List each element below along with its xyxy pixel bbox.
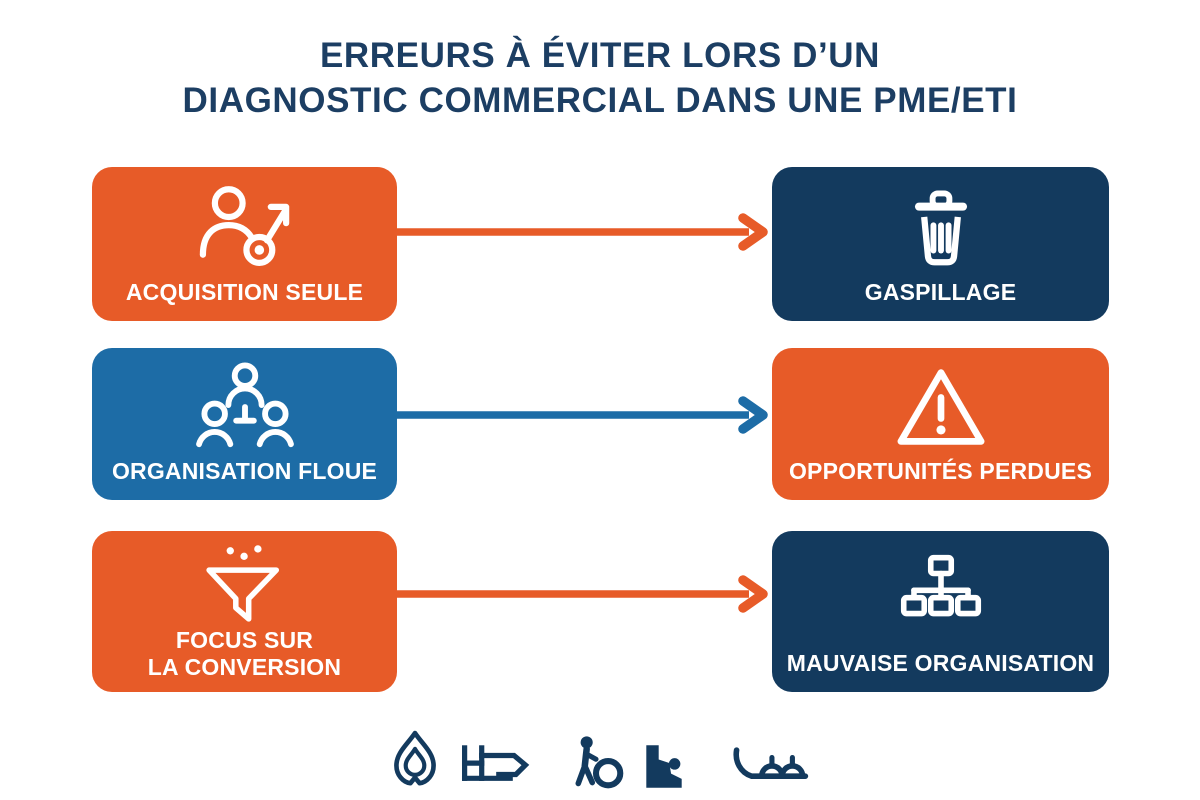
train-icon [461,745,530,781]
card-label: ACQUISITION SEULE [125,278,364,305]
hiker-icon [575,736,624,789]
org-chart-icon [893,531,989,650]
prospect-growth-icon [196,167,294,279]
flow-arrow-row-2 [397,396,768,434]
card-focus-conversion: FOCUS SUR LA CONVERSION [92,531,397,692]
card-acquisition-seule: ACQUISITION SEULE [92,167,397,321]
flow-arrow-row-1 [397,213,768,251]
funnel-icon [199,531,291,627]
card-opportunites-perdues: OPPORTUNITÉS PERDUES [772,348,1109,500]
card-gaspillage: GASPILLAGE [772,167,1109,321]
warning-icon [893,348,989,458]
card-mauvaise-organisation: MAUVAISE ORGANISATION [772,531,1109,692]
card-label: MAUVAISE ORGANISATION [786,649,1095,676]
trash-icon [899,167,983,279]
card-label: ORGANISATION FLOUE [111,457,378,484]
page-title: ERREURS À ÉVITER LORS D’UN DIAGNOSTIC CO… [0,34,1200,124]
droplet-icon [394,730,436,786]
card-label: FOCUS SUR LA CONVERSION [138,627,351,692]
card-label: OPPORTUNITÉS PERDUES [788,457,1093,484]
steps-icon [646,745,682,788]
card-label-line-1: FOCUS SUR [175,627,314,654]
footer-pictogram-strip [0,728,1200,790]
title-line-2: DIAGNOSTIC COMMERCIAL DANS UNE PME/ETI [182,80,1018,120]
card-label: GASPILLAGE [864,278,1017,305]
title-line-1: ERREURS À ÉVITER LORS D’UN [319,36,881,75]
team-icon [194,348,296,458]
card-organisation-floue: ORGANISATION FLOUE [92,348,397,500]
flow-arrow-row-3 [397,575,768,613]
card-label-line-2: LA CONVERSION [147,653,342,680]
cart-icon [733,747,809,779]
